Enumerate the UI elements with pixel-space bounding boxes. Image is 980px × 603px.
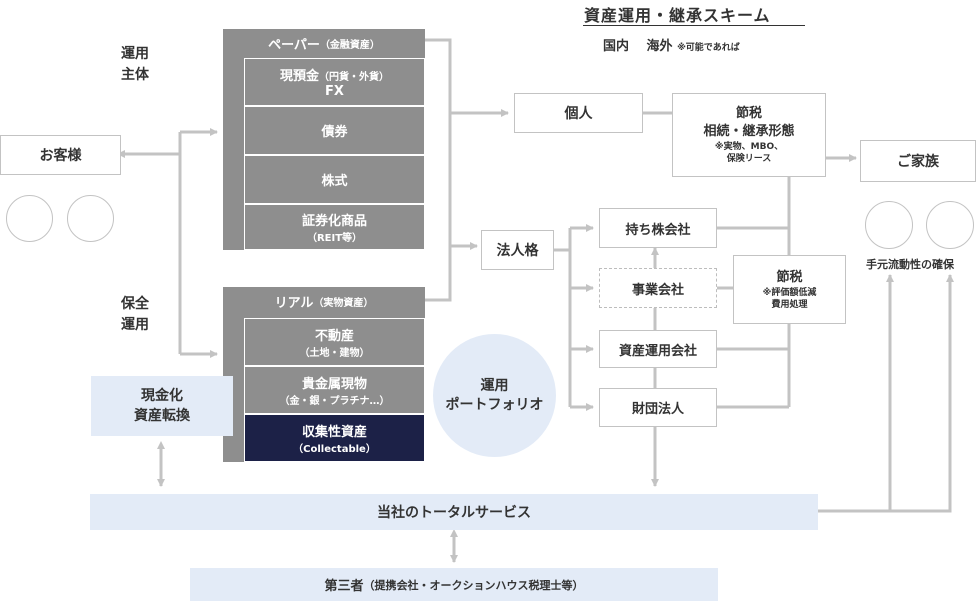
individual-box: 個人 <box>514 93 643 133</box>
asset-cash-deposits: 現預金（円貨・外貨） FX <box>244 58 425 106</box>
liquidity-circle-left <box>865 201 913 249</box>
cash-conversion-box: 現金化 資産転換 <box>91 376 233 436</box>
asset-securitized: 証券化商品 （REIT等） <box>244 204 425 250</box>
customer-label: お客様 <box>39 148 82 164</box>
operating-company-box: 事業会社 <box>599 268 717 308</box>
portfolio-circle: 運用 ポートフォリオ <box>433 334 556 457</box>
asset-real-estate: 不動産 （土地・建物） <box>244 318 425 366</box>
liquidity-label: 手元流動性の確保 <box>866 258 954 271</box>
paper-panel-title: ペーパー（金融資産） <box>268 37 380 53</box>
tax-valuation-box: 節税 ※評価額低減 費用処理 <box>733 255 846 324</box>
customer-box: お客様 <box>0 135 121 175</box>
asset-precious-metals: 貴金属現物 （金・銀・プラチナ…） <box>244 366 425 414</box>
asset-stocks: 株式 <box>244 155 425 204</box>
operator-label-primary: 運用 主体 <box>121 46 149 83</box>
real-panel-title: リアル（実物資産） <box>274 296 374 311</box>
asset-collectables: 収集性資産 （Collectable） <box>244 414 425 462</box>
corporation-box: 法人格 <box>481 230 554 270</box>
operator-label-preservation: 保全 運用 <box>121 296 149 333</box>
subtitle-main: 国内 海外 <box>603 39 673 54</box>
title-underline <box>583 25 805 26</box>
subtitle-note: ※可能であれば <box>677 43 740 53</box>
customer-circle-right <box>67 195 114 242</box>
scheme-title: 資産運用・継承スキーム <box>584 6 771 25</box>
asset-management-company-box: 資産運用会社 <box>599 330 717 368</box>
liquidity-circle-right <box>926 201 974 249</box>
customer-circle-left <box>6 195 53 242</box>
third-party-bar: 第三者（提携会社・オークションハウス税理士等） <box>190 568 718 601</box>
scheme-subtitle: 国内 海外 ※可能であれば <box>603 35 740 54</box>
tax-inheritance-box: 節税 相続・継承形態 ※実物、MBO、 保険リース <box>672 93 826 177</box>
total-service-bar: 当社のトータルサービス <box>90 494 818 530</box>
asset-bonds: 債券 <box>244 106 425 155</box>
real-assets-panel: リアル（実物資産） 不動産 （土地・建物） 貴金属現物 （金・銀・プラチナ…） … <box>223 287 425 462</box>
holding-company-box: 持ち株会社 <box>599 208 717 248</box>
family-box: ご家族 <box>860 140 976 182</box>
paper-assets-panel: ペーパー（金融資産） 現預金（円貨・外貨） FX 債券 株式 証券化商品 （RE… <box>223 29 425 250</box>
foundation-box: 財団法人 <box>599 388 717 427</box>
